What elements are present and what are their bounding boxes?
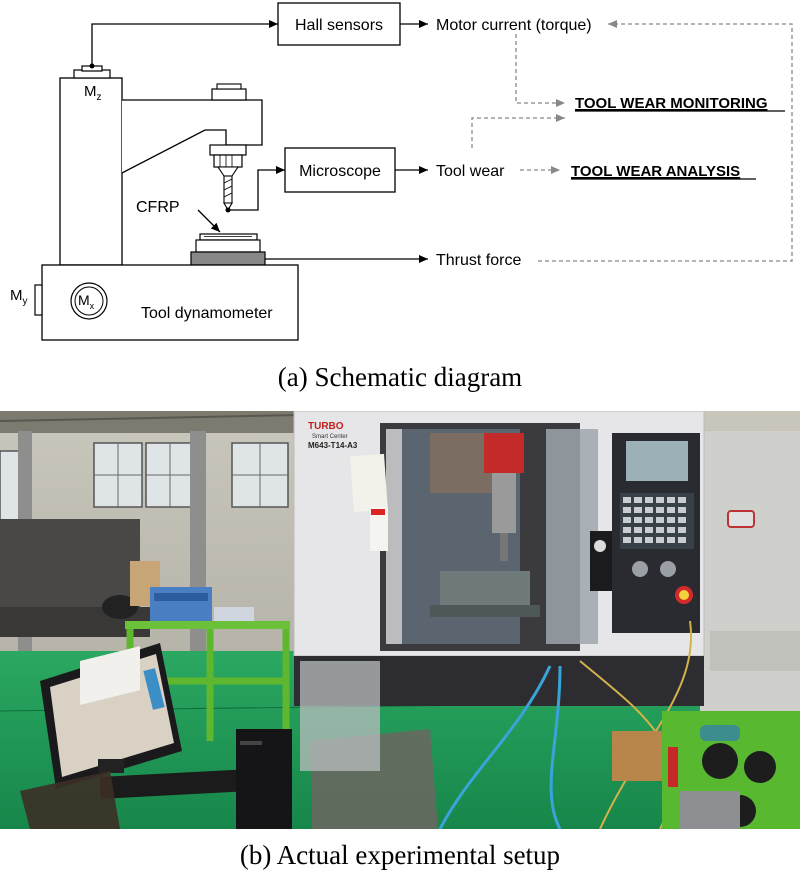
thrust-force-label: Thrust force	[436, 252, 521, 269]
mz-label: Mz	[84, 83, 102, 103]
monitor	[40, 643, 182, 789]
green-fixture	[662, 711, 800, 829]
machine-brand-sub: Smart Center	[312, 434, 348, 440]
dynamometer	[190, 251, 266, 266]
caption-a: (a) Schematic diagram	[277, 362, 523, 392]
cfrp-label: CFRP	[136, 199, 180, 216]
cfrp-workpiece	[195, 233, 261, 253]
drill-bit	[223, 175, 233, 212]
dynamometer-label: Tool dynamometer	[141, 305, 273, 322]
motor-current-label: Motor current (torque)	[436, 17, 592, 34]
schematic-diagram: Mz My Mx CFRP Tool dynamometer Hall sens…	[10, 2, 793, 341]
caption-b: (b) Actual experimental setup	[239, 840, 561, 870]
drill-to-microscope-line	[228, 166, 285, 211]
mz-to-hall-line	[91, 20, 278, 66]
cfrp-pointer	[197, 209, 221, 233]
dashed-connections	[471, 20, 793, 262]
analysis-label: TOOL WEAR ANALYSIS	[571, 163, 740, 180]
my-label: My	[10, 287, 28, 307]
monitoring-label: TOOL WEAR MONITORING	[575, 95, 768, 112]
microscope-box	[284, 147, 396, 193]
machine-column	[59, 65, 123, 266]
microscope-label: Microscope	[299, 163, 381, 180]
machine-brand: TURBO	[308, 421, 344, 432]
tool-wear-label: Tool wear	[436, 163, 505, 180]
keyboard	[99, 769, 251, 799]
mx-label: Mx	[78, 292, 95, 311]
experimental-setup-photo: TURBO Smart Center M643-T14-A3	[0, 411, 800, 829]
pc-tower	[236, 729, 292, 829]
machine-model: M643-T14-A3	[308, 441, 358, 450]
machine-base	[34, 264, 299, 341]
spindle	[209, 83, 247, 177]
control-panel	[590, 433, 700, 633]
hall-sensors-label: Hall sensors	[295, 17, 383, 34]
